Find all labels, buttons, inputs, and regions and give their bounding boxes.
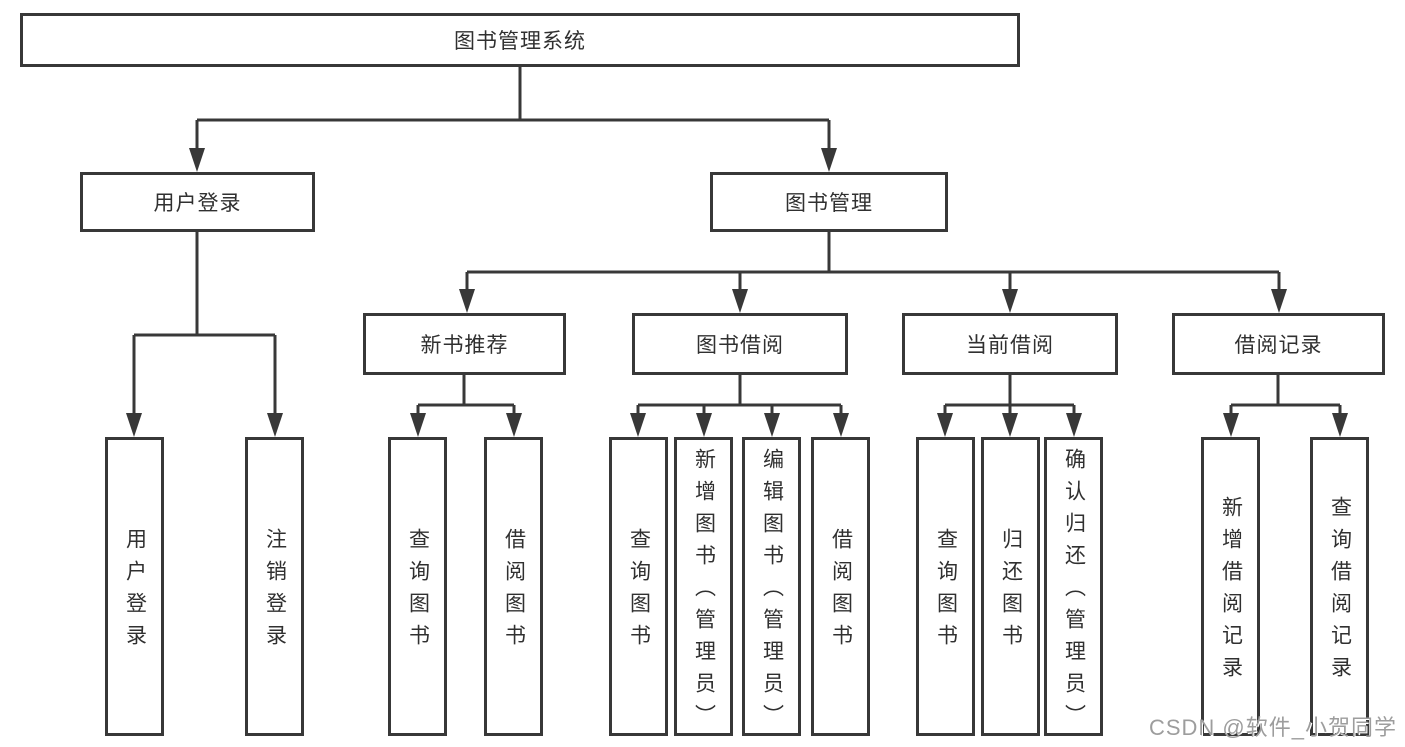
leaf-label: 查询图书 (627, 528, 651, 656)
node-user-login-leaf: 用户登录 (105, 437, 164, 736)
node-return-books: 归还图书 (981, 437, 1040, 736)
leaf-label: 注销登录 (263, 528, 287, 656)
leaf-label: 编辑图书（管理员） (760, 448, 784, 736)
node-query-books-current: 查询图书 (916, 437, 975, 736)
node-query-books-borrow: 查询图书 (609, 437, 668, 736)
leaf-label: 用户登录 (123, 528, 147, 656)
node-user-login: 用户登录 (80, 172, 315, 232)
leaf-label: 新增借阅记录 (1219, 496, 1243, 688)
node-add-book-admin: 新增图书（管理员） (674, 437, 733, 736)
node-edit-book-admin: 编辑图书（管理员） (742, 437, 801, 736)
csdn-watermark: CSDN @软件_小贺同学 (1148, 715, 1397, 740)
node-add-borrow-record: 新增借阅记录 (1201, 437, 1260, 736)
leaf-label: 借阅图书 (502, 528, 526, 656)
leaf-label: 查询图书 (406, 528, 430, 656)
leaf-label: 归还图书 (999, 528, 1023, 656)
node-new-book-recommend: 新书推荐 (363, 313, 566, 375)
node-borrow-books-recommend: 借阅图书 (484, 437, 543, 736)
node-query-books-recommend: 查询图书 (388, 437, 447, 736)
node-book-borrow: 图书借阅 (632, 313, 848, 375)
node-confirm-return-admin: 确认归还（管理员） (1044, 437, 1103, 736)
leaf-label: 确认归还（管理员） (1062, 448, 1086, 736)
leaf-label: 查询图书 (934, 528, 958, 656)
leaf-label: 新增图书（管理员） (692, 448, 716, 736)
node-borrow-records: 借阅记录 (1172, 313, 1385, 375)
node-borrow-books-leaf: 借阅图书 (811, 437, 870, 736)
node-library-management-system: 图书管理系统 (20, 13, 1020, 67)
node-logout-leaf: 注销登录 (245, 437, 304, 736)
leaf-label: 查询借阅记录 (1328, 496, 1352, 688)
leaf-label: 借阅图书 (829, 528, 853, 656)
node-query-borrow-record: 查询借阅记录 (1310, 437, 1369, 736)
node-current-borrow: 当前借阅 (902, 313, 1118, 375)
node-book-management: 图书管理 (710, 172, 948, 232)
